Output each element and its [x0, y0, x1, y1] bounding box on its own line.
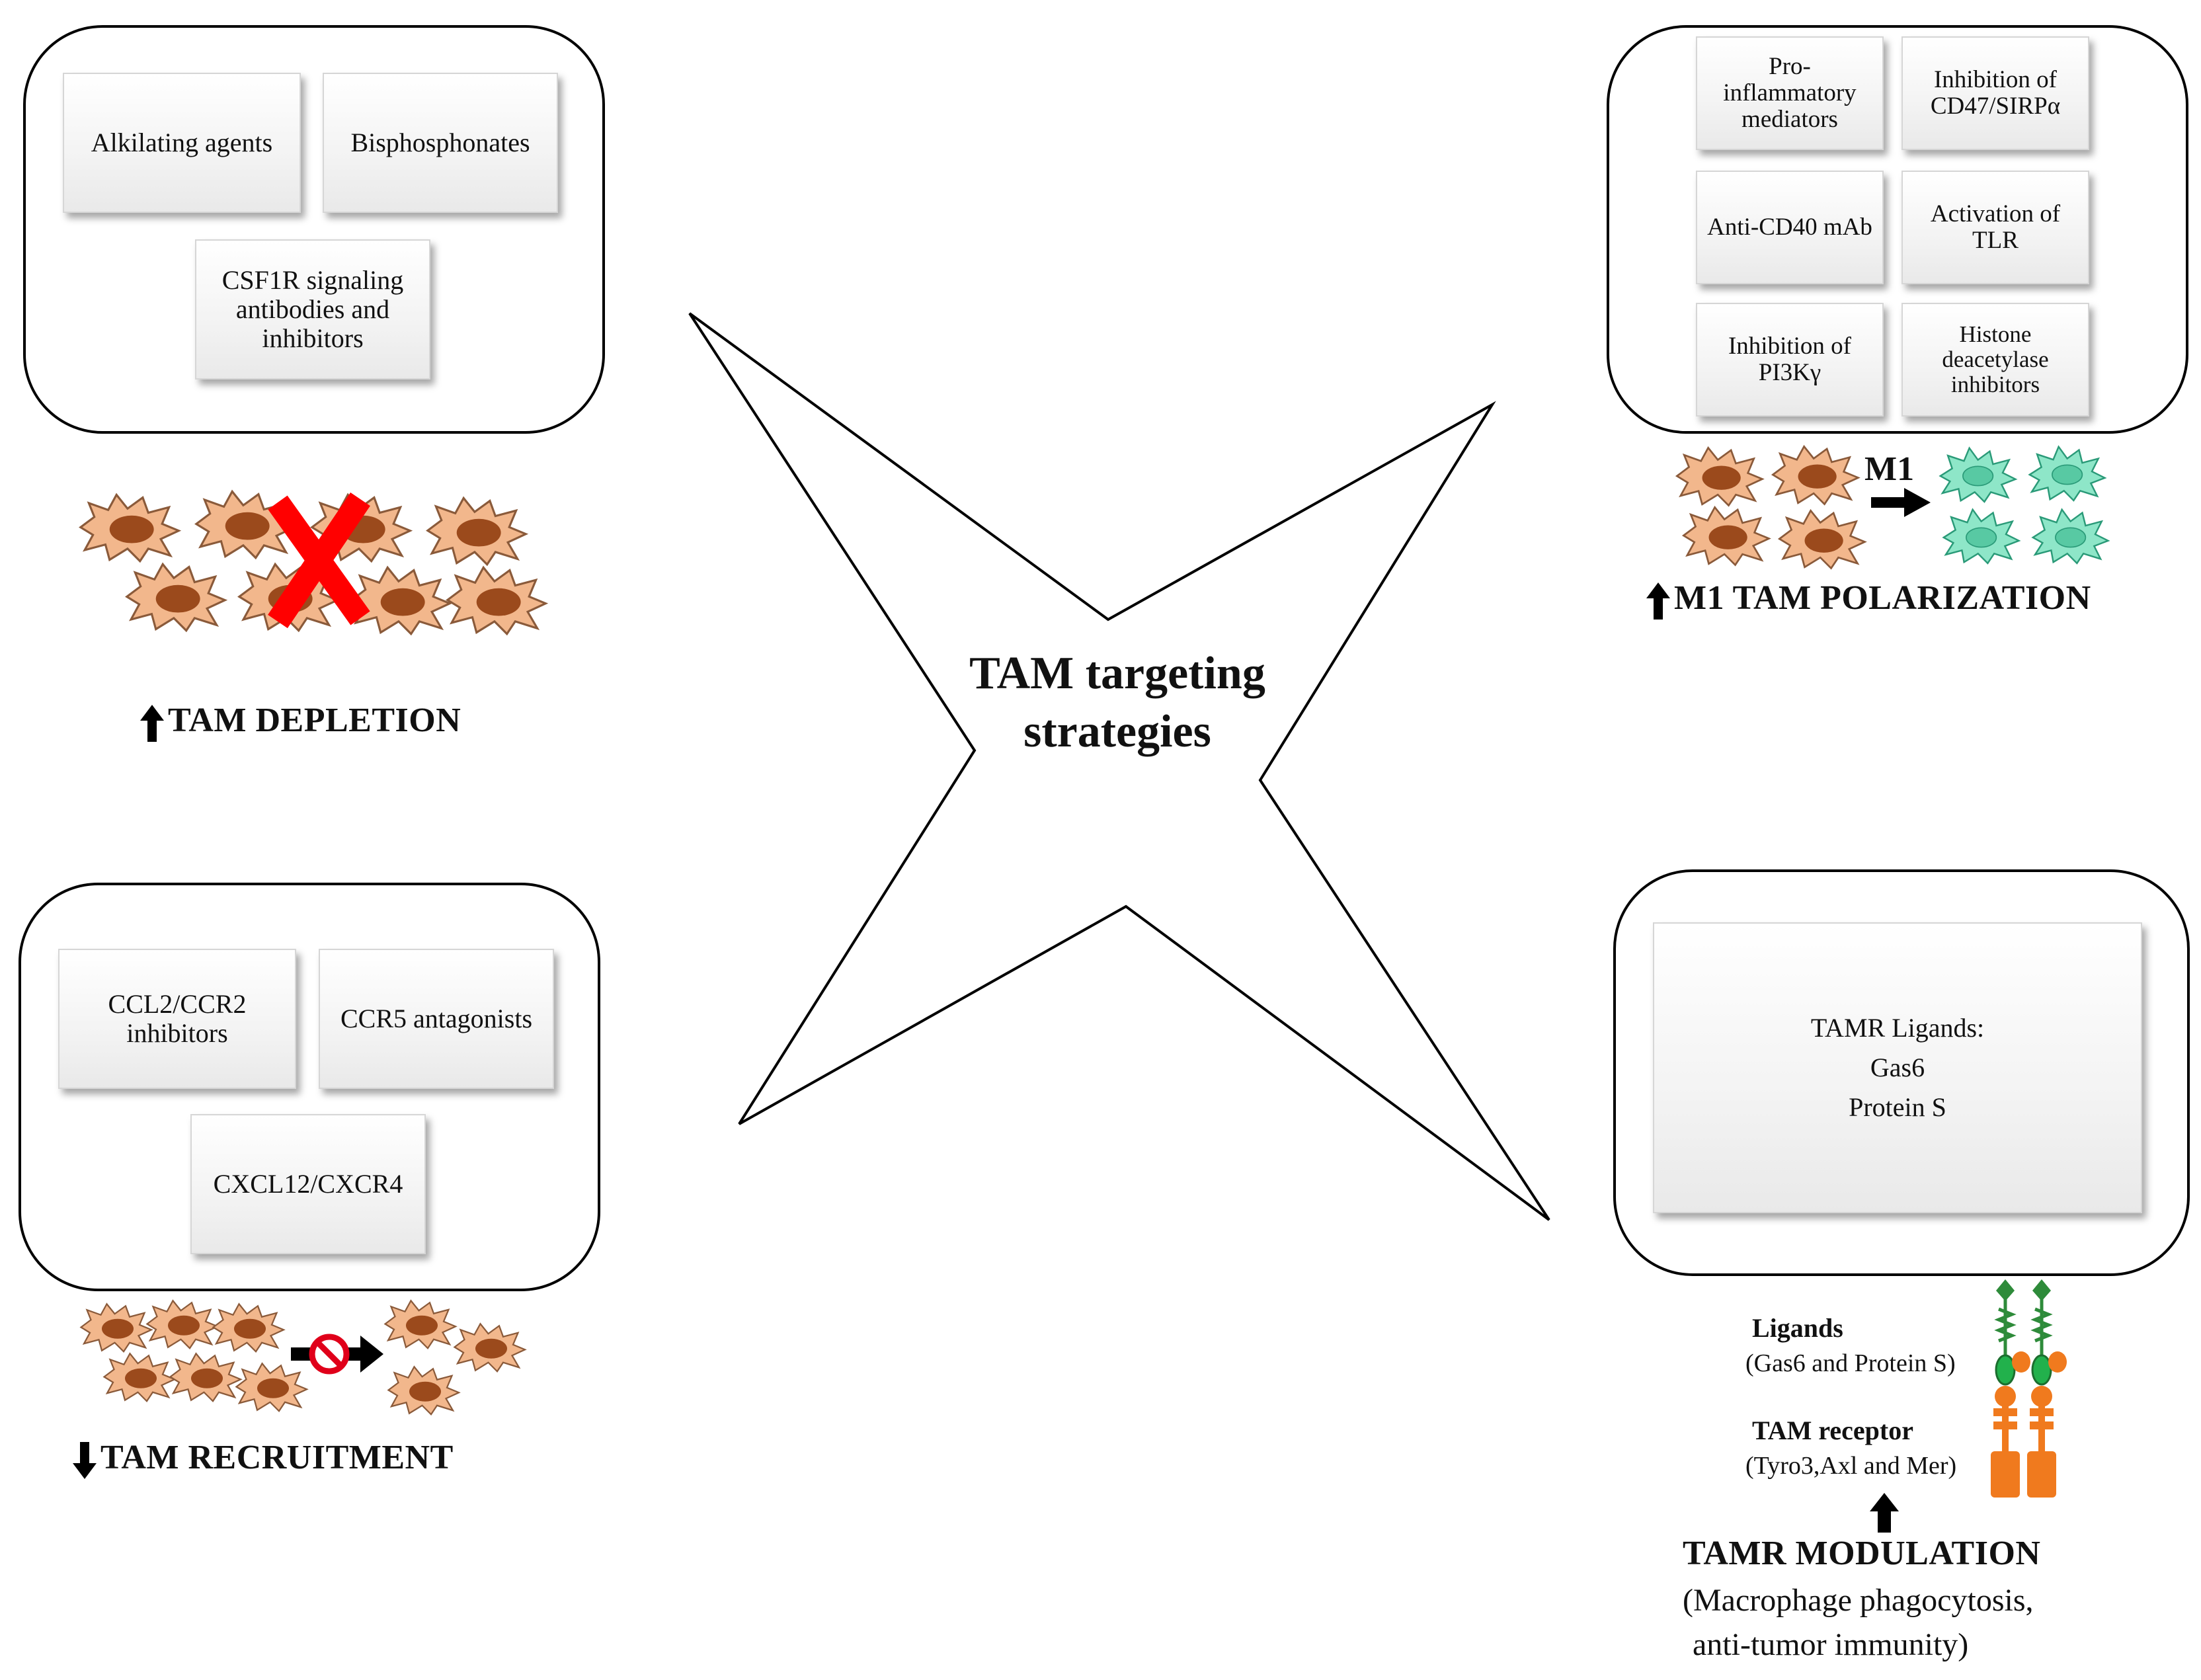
depletion-heading-text: TAM DEPLETION	[168, 701, 461, 739]
m1-label: M1	[1864, 450, 1915, 488]
tamr-ligand-gas6: Gas6	[1870, 1053, 1925, 1082]
tamr-ligand-protein-s: Protein S	[1849, 1092, 1946, 1122]
tam-receptor-illustration	[1991, 1279, 2067, 1498]
depletion-card-alkylating: Alkilating agents	[63, 73, 301, 213]
polarization-heading-text: M1 TAM POLARIZATION	[1674, 579, 2091, 617]
recruitment-heading-text: TAM RECRUITMENT	[100, 1439, 454, 1476]
polarization-panel	[1607, 25, 2188, 434]
depletion-card-bisphosphonates: Bisphosphonates	[323, 73, 558, 213]
recruitment-card-ccl2: CCL2/CCR2 inhibitors	[58, 949, 296, 1089]
receptor-label: TAM receptor	[1752, 1416, 1913, 1445]
modulation-up-arrow-icon	[1870, 1493, 1899, 1533]
modulation-subtitle-line2: anti-tumor immunity)	[1693, 1627, 1969, 1662]
center-title-line1: TAM targeting	[969, 648, 1265, 699]
modulation-card: TAMR Ligands: Gas6 Protein S	[1653, 922, 2142, 1213]
m1-macrophage-group	[1939, 446, 2109, 565]
polarization-heading: M1 TAM POLARIZATION	[1646, 579, 2091, 620]
modulation-subtitle-line1: (Macrophage phagocytosis,	[1683, 1583, 2034, 1618]
center-title: TAM targeting strategies	[912, 645, 1322, 761]
center-title-line2: strategies	[1023, 706, 1211, 757]
up-arrow-icon	[140, 705, 164, 742]
depletion-heading: TAM DEPLETION	[140, 701, 461, 742]
down-arrow-icon	[73, 1442, 97, 1480]
ligands-label: Ligands	[1752, 1313, 1843, 1343]
tamr-ligands-title: TAMR Ligands:	[1810, 1013, 1985, 1043]
polarization-card-cd47: Inhibition of CD47/SIRPα	[1901, 36, 2089, 150]
polarization-card-pro-inflammatory: Pro-inflammatory mediators	[1696, 36, 1884, 150]
polarization-card-tlr: Activation of TLR	[1901, 171, 2089, 284]
depletion-card-csf1r: CSF1R signaling antibodies and inhibitor…	[195, 239, 430, 380]
recruitment-heading: TAM RECRUITMENT	[73, 1438, 454, 1480]
polarization-card-hdac: Histone deacetylase inhibitors	[1901, 303, 2089, 417]
polarization-card-anti-cd40: Anti-CD40 mAb	[1696, 171, 1884, 284]
recruitment-card-cxcl12: CXCL12/CXCR4	[190, 1114, 426, 1254]
modulation-heading: TAMR MODULATION	[1683, 1535, 2041, 1572]
m1-arrow-icon	[1871, 488, 1931, 517]
ligands-detail: (Gas6 and Protein S)	[1745, 1349, 1956, 1377]
receptor-detail: (Tyro3,Axl and Mer)	[1745, 1452, 1957, 1480]
up-arrow-icon	[1646, 582, 1670, 620]
polarization-card-pi3k: Inhibition of PI3Kγ	[1696, 303, 1884, 417]
central-star-shape	[688, 312, 1550, 1221]
recruitment-card-ccr5: CCR5 antagonists	[319, 949, 554, 1089]
blocked-migration-arrow-icon	[291, 1334, 383, 1375]
depletion-cross-icon	[268, 492, 370, 629]
polarization-tam-group	[1675, 445, 1866, 569]
